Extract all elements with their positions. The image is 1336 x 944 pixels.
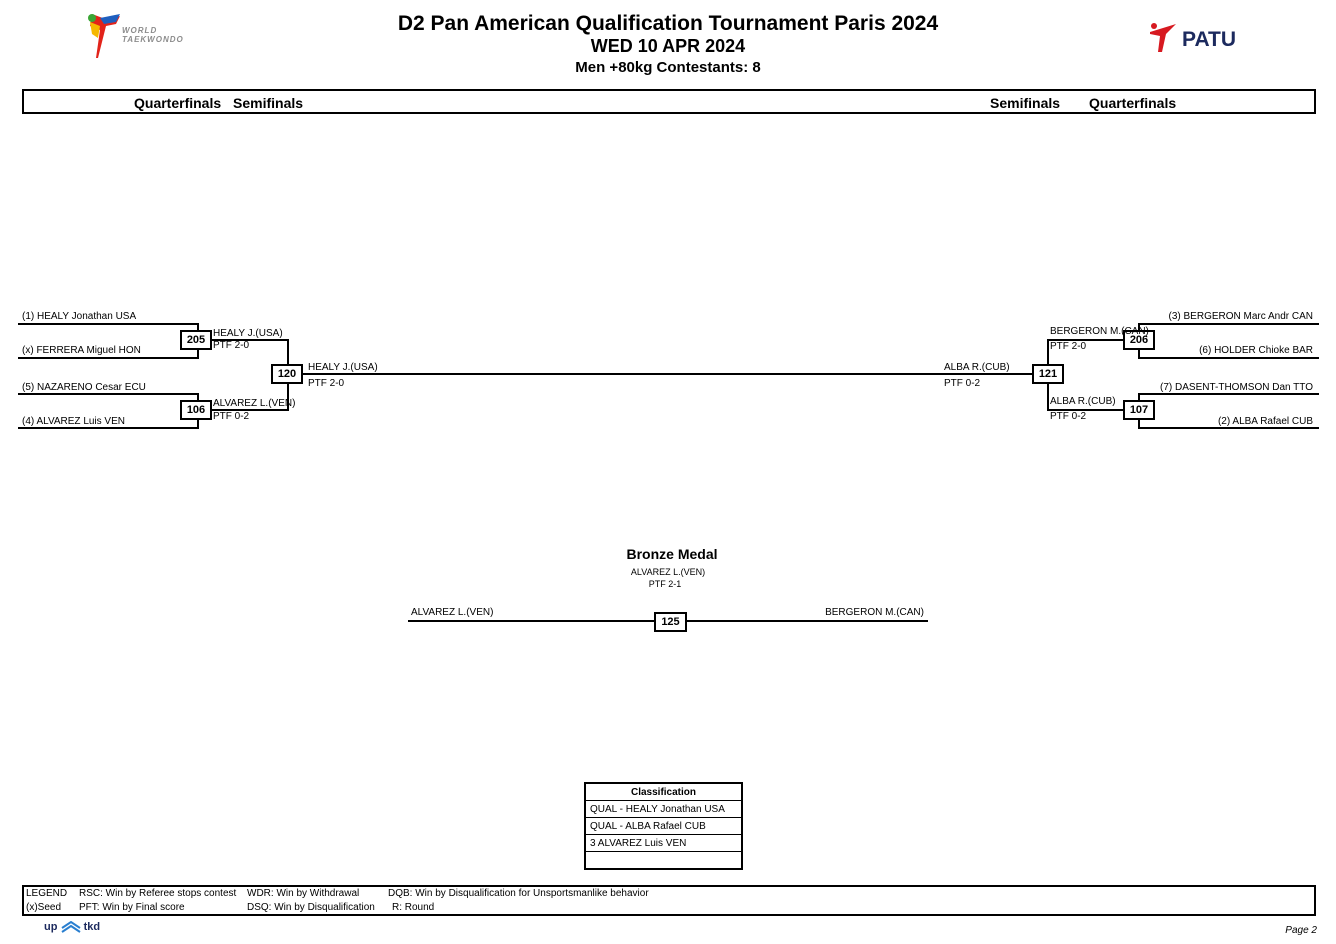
qf-winner-106: ALVAREZ L.(VEN)	[213, 398, 296, 409]
match-box-125[interactable]: 125	[654, 612, 687, 632]
qf-winner-107: ALBA R.(CUB)	[1050, 396, 1116, 407]
bronze-score: PTF 2-1	[648, 579, 682, 589]
match-box-107[interactable]: 107	[1123, 400, 1155, 420]
classification-header: Classification	[584, 782, 743, 801]
entrant-right-4: (2) ALBA Rafael CUB	[1217, 416, 1313, 427]
uptkd-wave-icon	[60, 920, 81, 933]
bracket-line	[18, 427, 199, 429]
match-box-120[interactable]: 120	[271, 364, 303, 384]
category-info: Men +80kg Contestants: 8	[575, 59, 761, 76]
entrant-left-3: (5) NAZARENO Cesar ECU	[22, 382, 146, 393]
round-header-bar	[22, 89, 1316, 114]
qf-score-107: PTF 0-2	[1050, 411, 1087, 422]
match-box-121[interactable]: 121	[1032, 364, 1064, 384]
bracket-line	[18, 393, 199, 395]
entrant-right-2: (6) HOLDER Chioke BAR	[1199, 345, 1313, 356]
bracket-line	[1047, 409, 1139, 411]
bronze-title: Bronze Medal	[626, 546, 718, 562]
legend-wdr: WDR: Win by Withdrawal	[247, 888, 360, 899]
legend-label: LEGEND	[26, 888, 68, 899]
uptkd-left-text: up	[44, 921, 58, 933]
legend-dqb: DQB: Win by Disqualification for Unsport…	[388, 888, 649, 899]
qf-score-206: PTF 2-0	[1050, 341, 1087, 352]
bracket-line	[287, 373, 1047, 375]
round-label-right-qf: Quarterfinals	[1089, 95, 1177, 111]
classification-table: Classification QUAL - HEALY Jonathan USA…	[584, 782, 743, 870]
event-date: WED 10 APR 2024	[590, 36, 746, 56]
qf-score-205: PTF 2-0	[213, 340, 250, 351]
legend-pft: PFT: Win by Final score	[79, 902, 185, 913]
match-box-205[interactable]: 205	[180, 330, 212, 350]
entrant-right-3: (7) DASENT-THOMSON Dan TTO	[1160, 382, 1313, 393]
classification-row: QUAL - HEALY Jonathan USA	[584, 800, 743, 818]
match-box-106[interactable]: 106	[180, 400, 212, 420]
legend-rsc: RSC: Win by Referee stops contest	[79, 888, 237, 899]
uptkd-right-text: tkd	[83, 921, 101, 933]
entrant-left-1: (1) HEALY Jonathan USA	[22, 311, 137, 322]
bronze-winner: ALVAREZ L.(VEN)	[630, 567, 706, 577]
tournament-title: D2 Pan American Qualification Tournament…	[397, 12, 939, 35]
legend-box	[22, 885, 1316, 916]
round-label-left-sf: Semifinals	[233, 95, 304, 111]
bracket-line	[197, 409, 289, 411]
classification-row: QUAL - ALBA Rafael CUB	[584, 817, 743, 835]
classification-row: 3 ALVAREZ Luis VEN	[584, 834, 743, 852]
bronze-right-competitor: BERGERON M.(CAN)	[825, 607, 924, 618]
classification-row	[584, 851, 743, 870]
bronze-left-competitor: ALVAREZ L.(VEN)	[411, 607, 494, 618]
legend-seed: (x)Seed	[26, 902, 62, 913]
sf-score-121: PTF 0-2	[944, 378, 981, 389]
world-taekwondo-emblem-icon	[88, 14, 120, 58]
sf-winner-120: HEALY J.(USA)	[308, 362, 378, 373]
round-label-right-sf: Semifinals	[990, 95, 1061, 111]
page-number: Page 2	[1285, 925, 1317, 936]
entrant-right-1: (3) BERGERON Marc Andr CAN	[1168, 311, 1313, 322]
bracket-line	[1047, 339, 1139, 341]
bracket-line	[18, 323, 199, 325]
bracket-line	[1138, 427, 1319, 429]
qf-score-106: PTF 0-2	[213, 411, 250, 422]
entrant-left-4: (4) ALVAREZ Luis VEN	[22, 416, 125, 427]
match-box-206[interactable]: 206	[1123, 330, 1155, 350]
legend-r: R: Round	[392, 902, 435, 913]
logo-line-1: WORLD	[122, 26, 158, 35]
round-label-left-qf: Quarterfinals	[134, 95, 222, 111]
patu-emblem-icon	[1150, 23, 1176, 52]
entrant-left-2: (x) FERRERA Miguel HON	[22, 345, 141, 356]
legend-dsq: DSQ: Win by Disqualification	[247, 902, 375, 913]
uptkd-logo: up tkd	[44, 920, 101, 937]
sf-score-120: PTF 2-0	[308, 378, 345, 389]
logo-line-2: TAEKWONDO	[122, 35, 184, 44]
patu-logo: PATU	[1146, 20, 1256, 56]
bracket-line	[197, 339, 289, 341]
patu-wordmark: PATU	[1182, 28, 1237, 51]
qf-winner-205: HEALY J.(USA)	[213, 328, 283, 339]
bracket-line	[1138, 393, 1319, 395]
sf-winner-121: ALBA R.(CUB)	[944, 362, 1010, 373]
bracket-line	[1138, 323, 1319, 325]
world-taekwondo-logo: WORLD TAEKWONDO	[86, 12, 196, 62]
bracket-line	[18, 357, 199, 359]
bracket-line	[1138, 357, 1319, 359]
qf-winner-206: BERGERON M.(CAN)	[1050, 326, 1149, 337]
